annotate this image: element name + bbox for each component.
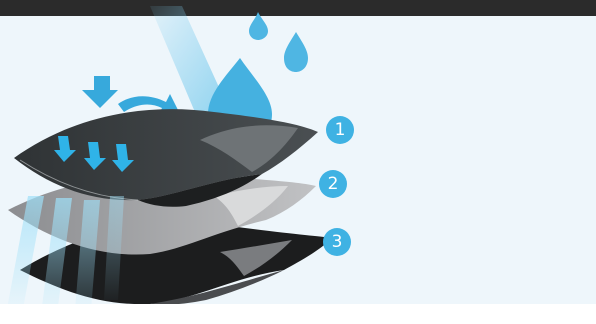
raindrop-icon	[249, 12, 268, 40]
layer-1-badge: 1	[326, 116, 354, 144]
wind-arrow-icon	[82, 76, 118, 108]
bottom-strip	[0, 304, 596, 324]
vapor-beam	[6, 196, 44, 314]
layer-3-badge: 3	[323, 228, 351, 256]
layer-2-badge: 2	[319, 170, 347, 198]
raindrop-icon	[284, 32, 308, 72]
